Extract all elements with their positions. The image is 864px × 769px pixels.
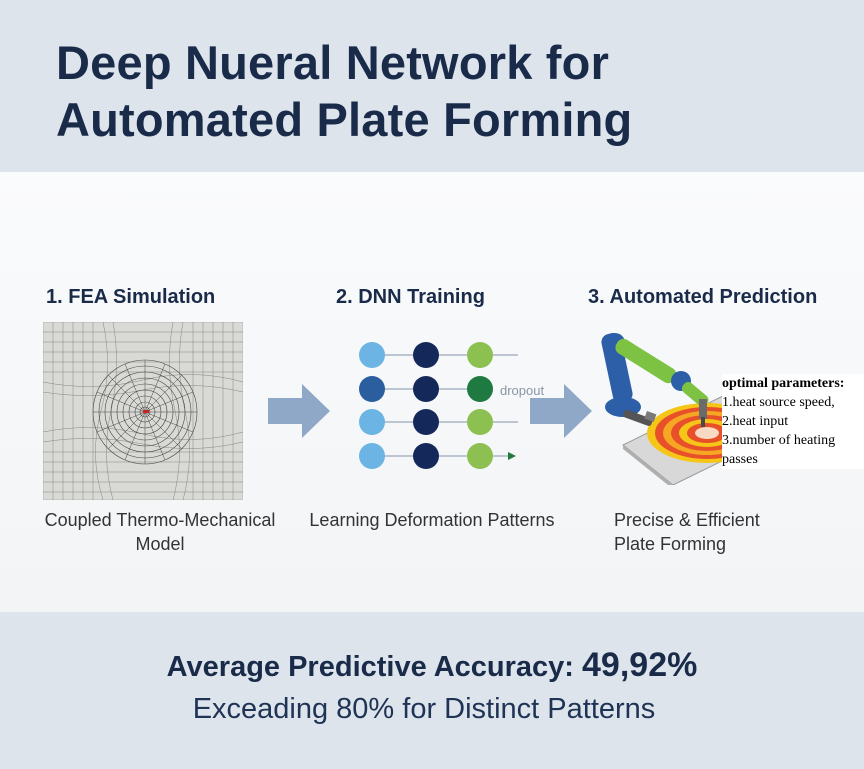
- optimal-parameters-box: optimal parameters: 1.heat source speed,…: [722, 374, 864, 469]
- step-1-caption: Coupled Thermo-Mechanical Model: [44, 510, 276, 554]
- accuracy-subtitle: Exceading 80% for Distinct Patterns: [192, 693, 656, 725]
- parameter-item: 1.heat source speed,: [722, 395, 835, 410]
- fea-mesh-image: [43, 322, 243, 500]
- step-1-title: 1. FEA Simulation: [46, 286, 216, 308]
- dropout-label: dropout: [500, 383, 544, 398]
- parameter-item: 3.number of heating passes: [722, 433, 836, 467]
- step-3-caption: Precise & Efficient Plate Forming: [614, 510, 760, 554]
- step-2-caption: Learning Deformation Patterns: [309, 510, 555, 530]
- parameters-heading: optimal parameters:: [722, 376, 845, 391]
- step-3-title: 3. Automated Prediction: [588, 286, 818, 308]
- step-2-title: 2. DNN Training: [336, 286, 485, 308]
- arrow-right-icon: [268, 384, 330, 438]
- neural-network-diagram: dropout: [359, 342, 544, 469]
- accuracy-summary: Average Predictive Accuracy: 49,92%: [0, 646, 864, 685]
- title-line-2: Automated Plate Forming: [56, 93, 633, 146]
- arrow-right-icon: [530, 384, 592, 438]
- parameter-item: 2.heat input: [722, 414, 789, 429]
- title-line-1: Deep Nueral Network for: [56, 36, 610, 89]
- accuracy-label: Average Predictive Accuracy:: [166, 651, 574, 683]
- footer-band: [0, 612, 864, 769]
- page-title: Deep Nueral Network for Automated Plate …: [56, 34, 632, 148]
- header-band: [0, 0, 864, 172]
- accuracy-value: 49,92%: [582, 646, 698, 684]
